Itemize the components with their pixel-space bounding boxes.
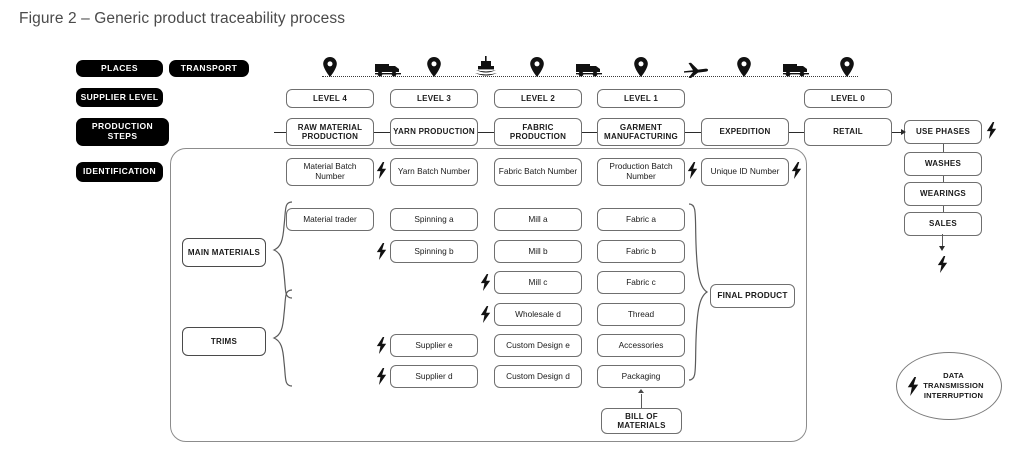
final-product-brace: [688, 203, 709, 381]
bill-of-materials-box[interactable]: BILL OF MATERIALS: [601, 408, 682, 434]
retail-to-usephases-line: [892, 132, 904, 134]
supplier-level-level-0[interactable]: LEVEL 0: [804, 89, 892, 108]
plane-icon: [684, 62, 708, 83]
production-step-fabric-production[interactable]: FABRIC PRODUCTION: [494, 118, 582, 146]
truck-icon: [783, 62, 809, 82]
lightning-bolt-icon: [480, 306, 491, 323]
row-label-supplier-level: SUPPLIER LEVEL: [76, 88, 163, 107]
use-phase-sales[interactable]: SALES: [904, 212, 982, 236]
batch-fabric-batch-number[interactable]: Fabric Batch Number: [494, 158, 582, 186]
production-step-connector: [685, 132, 701, 134]
sales-down-line: [942, 234, 944, 248]
supply-item-accessories[interactable]: Accessories: [597, 334, 685, 357]
production-step-retail[interactable]: RETAIL: [804, 118, 892, 146]
retail-to-usephases-arrow-icon: [901, 128, 906, 135]
lightning-bolt-icon: [376, 162, 387, 179]
production-step-connector: [582, 132, 597, 134]
supply-item-custom-design-e[interactable]: Custom Design e: [494, 334, 582, 357]
lightning-bolt-icon: [791, 162, 802, 179]
lightning-bolt-icon: [376, 368, 387, 385]
place-pin-icon: [840, 57, 854, 82]
production-step-garment-manufacturing[interactable]: GARMENT MANUFACTURING: [597, 118, 685, 146]
supply-item-packaging[interactable]: Packaging: [597, 365, 685, 388]
lightning-bolt-icon: [376, 337, 387, 354]
lightning-bolt-icon: [480, 274, 491, 291]
lightning-bolt-icon: [986, 122, 997, 139]
legend-data-transmission-interruption: DATA TRANSMISSION INTERRUPTION: [896, 352, 1002, 420]
use-phase-connector: [943, 206, 945, 212]
production-chain-left-stub: [274, 132, 286, 134]
lightning-bolt-icon: [937, 256, 948, 273]
final-product-box[interactable]: FINAL PRODUCT: [710, 284, 795, 308]
sales-down-arrow-icon: [939, 246, 945, 251]
supply-item-mill-b[interactable]: Mill b: [494, 240, 582, 263]
supplier-level-level-1[interactable]: LEVEL 1: [597, 89, 685, 108]
lightning-bolt-icon: [687, 162, 698, 179]
supply-item-thread[interactable]: Thread: [597, 303, 685, 326]
legend-text: DATA TRANSMISSION INTERRUPTION: [914, 371, 984, 402]
batch-unique-id-number[interactable]: Unique ID Number: [701, 158, 789, 186]
legend-line-3: INTERRUPTION: [923, 391, 984, 401]
truck-icon: [375, 62, 401, 82]
material-group-trims[interactable]: TRIMS: [182, 327, 266, 356]
main-materials-brace: [272, 201, 293, 299]
use-phase-connector: [943, 144, 945, 152]
page-title: Figure 2 – Generic product traceability …: [19, 10, 346, 27]
supply-item-fabric-c[interactable]: Fabric c: [597, 271, 685, 294]
lightning-bolt-icon: [907, 377, 919, 396]
bom-arrow-icon: [638, 389, 644, 393]
use-phase-washes[interactable]: WASHES: [904, 152, 982, 176]
supply-item-fabric-a[interactable]: Fabric a: [597, 208, 685, 231]
supply-item-supplier-d[interactable]: Supplier d: [390, 365, 478, 388]
supplier-level-level-3[interactable]: LEVEL 3: [390, 89, 478, 108]
row-label-transport: TRANSPORT: [169, 60, 249, 77]
batch-yarn-batch-number[interactable]: Yarn Batch Number: [390, 158, 478, 186]
batch-production-batch-number[interactable]: Production Batch Number: [597, 158, 685, 186]
supply-item-spinning-b[interactable]: Spinning b: [390, 240, 478, 263]
use-phase-connector: [943, 176, 945, 182]
production-step-yarn-production[interactable]: YARN PRODUCTION: [390, 118, 478, 146]
supplier-level-level-4[interactable]: LEVEL 4: [286, 89, 374, 108]
row-label-identification: IDENTIFICATION: [76, 162, 163, 182]
material-group-main-materials[interactable]: MAIN MATERIALS: [182, 238, 266, 267]
place-pin-icon: [737, 57, 751, 82]
supply-item-mill-a[interactable]: Mill a: [494, 208, 582, 231]
production-step-expedition[interactable]: EXPEDITION: [701, 118, 789, 146]
bom-connector-line: [641, 394, 643, 410]
legend-line-2: TRANSMISSION: [923, 380, 984, 390]
place-pin-icon: [530, 57, 544, 82]
lightning-bolt-icon: [376, 243, 387, 260]
supply-item-mill-c[interactable]: Mill c: [494, 271, 582, 294]
use-phase-use-phases[interactable]: USE PHASES: [904, 120, 982, 144]
production-step-connector: [789, 132, 804, 134]
use-phase-wearings[interactable]: WEARINGS: [904, 182, 982, 206]
supply-item-supplier-e[interactable]: Supplier e: [390, 334, 478, 357]
row-label-places: PLACES: [76, 60, 163, 77]
supply-item-custom-design-d[interactable]: Custom Design d: [494, 365, 582, 388]
trims-brace: [272, 289, 293, 387]
place-pin-icon: [323, 57, 337, 82]
supply-item-fabric-b[interactable]: Fabric b: [597, 240, 685, 263]
transport-track-line: [322, 76, 858, 77]
supply-item-spinning-a[interactable]: Spinning a: [390, 208, 478, 231]
production-step-connector: [478, 132, 494, 134]
place-pin-icon: [634, 57, 648, 82]
supply-item-wholesale-d[interactable]: Wholesale d: [494, 303, 582, 326]
place-pin-icon: [427, 57, 441, 82]
supplier-level-level-2[interactable]: LEVEL 2: [494, 89, 582, 108]
production-step-connector: [374, 132, 390, 134]
row-label-production-steps: PRODUCTION STEPS: [76, 118, 169, 146]
batch-material-batch-number[interactable]: Material Batch Number: [286, 158, 374, 186]
production-step-raw-material-production[interactable]: RAW MATERIAL PRODUCTION: [286, 118, 374, 146]
legend-line-1: DATA: [943, 370, 964, 380]
supply-item-material-trader[interactable]: Material trader: [286, 208, 374, 231]
ship-icon: [475, 56, 497, 81]
identification-container: [170, 148, 807, 442]
truck-icon: [576, 62, 602, 82]
